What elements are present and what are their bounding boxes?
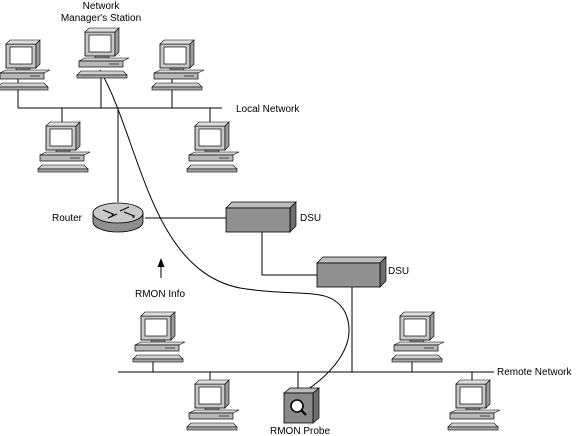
local-workstation-4[interactable]: [186, 121, 240, 173]
rmon-probe-device[interactable]: [283, 387, 320, 424]
magnifier-icon: [290, 399, 304, 413]
local-workstation-1[interactable]: [0, 39, 51, 91]
rmon-info-path: [99, 69, 350, 393]
remote-workstation-1[interactable]: [132, 311, 186, 363]
local-network-label: Local Network: [236, 104, 300, 115]
remote-workstation-4[interactable]: [447, 379, 501, 431]
dsu-1-label: DSU: [300, 213, 321, 224]
dsu-link-line: [261, 232, 317, 276]
station-label-line1: Network: [83, 1, 121, 12]
remote-workstation-2[interactable]: [391, 311, 445, 363]
local-workstation-2[interactable]: [151, 39, 205, 91]
remote-network-label: Remote Network: [497, 367, 572, 378]
dsu-1-box[interactable]: [225, 201, 297, 233]
rmon-probe-label: RMON Probe: [270, 426, 330, 436]
router-icon[interactable]: [92, 202, 144, 233]
local-workstation-3[interactable]: [37, 121, 91, 173]
network-manager-station[interactable]: [76, 27, 130, 79]
rmon-info-arrow: [157, 258, 165, 278]
router-label: Router: [52, 213, 83, 224]
dsu-2-box[interactable]: [316, 256, 387, 288]
dsu-2-label: DSU: [388, 266, 409, 277]
rmon-info-label: RMON Info: [135, 289, 185, 300]
remote-workstation-3[interactable]: [186, 379, 240, 431]
station-label-line2: Manager's Station: [61, 13, 141, 24]
